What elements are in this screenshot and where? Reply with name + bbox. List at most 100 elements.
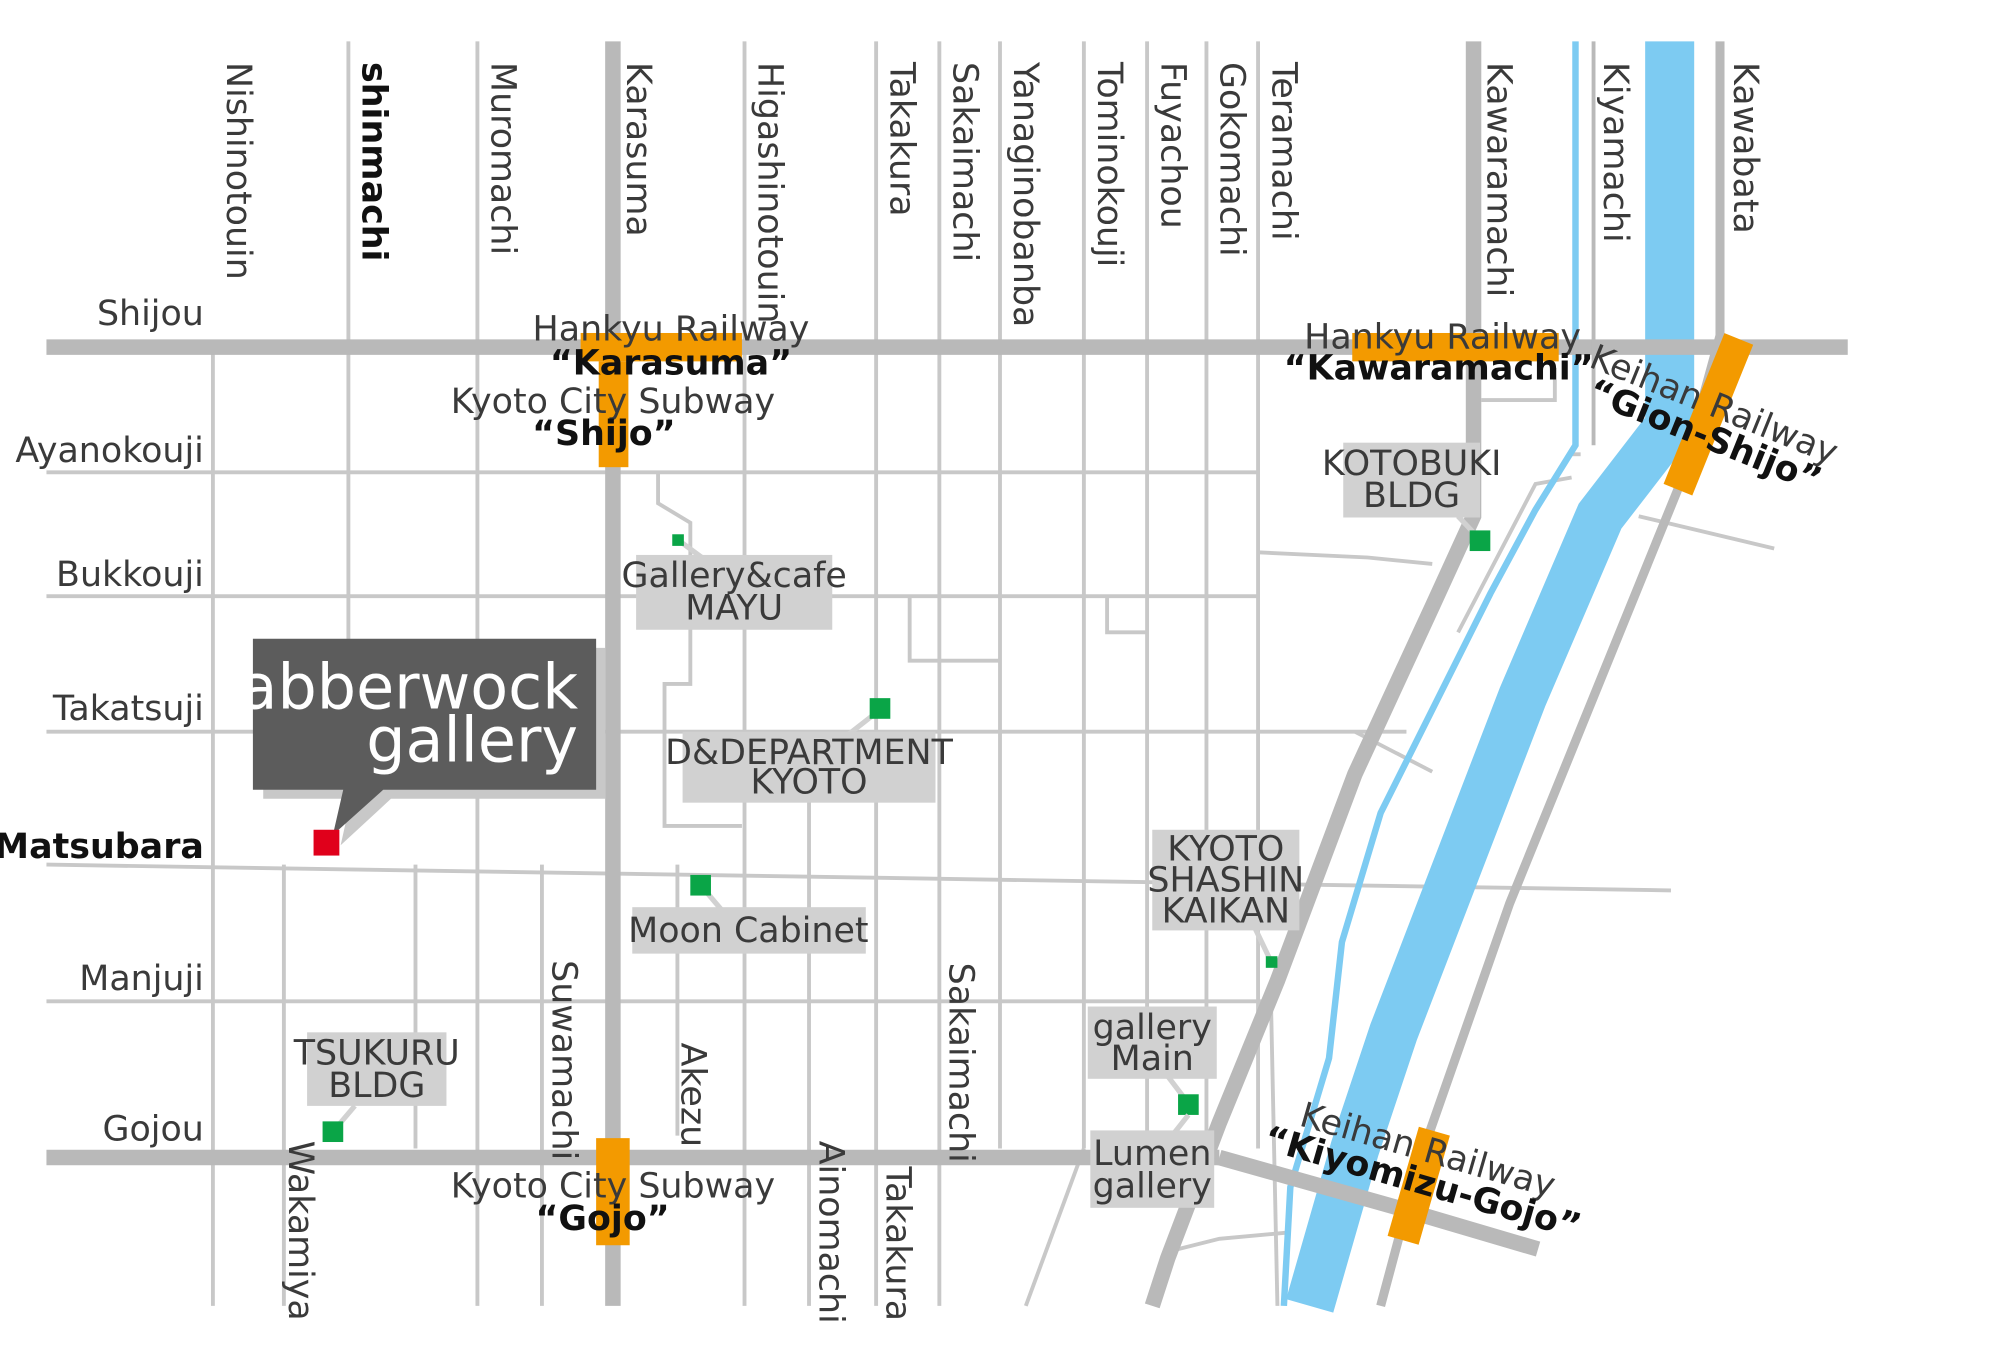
horizontal-street-labels: Shijou Ayanokouji Bukkouji Takatsuji Mat… (0, 294, 204, 1149)
label-takakura-south: Takakura (877, 1166, 917, 1322)
jabberwock-gallery-marker (313, 829, 340, 856)
label-suwamachi: Suwamachi (543, 960, 583, 1160)
venue-lumen-leader (1172, 1113, 1191, 1135)
venue-tsukuru-line1: TSUKURU (293, 1034, 460, 1074)
station-marker-keihan-gion (1663, 333, 1754, 496)
takase-river (1280, 41, 1579, 1307)
callout-line1: Jabberwock (217, 651, 578, 723)
venue-mayu-box (636, 554, 833, 630)
venue-kotobuki-line1: KOTOBUKI (1322, 444, 1502, 484)
venue-d-department-line2: KYOTO (750, 763, 867, 803)
kamo-river (1286, 41, 1695, 1313)
label-subway-shijo-line: Kyoto City Subway (451, 382, 775, 422)
venue-lumen-line1: Lumen (1093, 1134, 1211, 1174)
label-nishinotouin: Nishinotouin (218, 62, 258, 280)
station-marker-keihan-kiyomizu (1387, 1126, 1450, 1245)
label-sakaimachi: Sakaimachi (945, 62, 985, 262)
station-marker-subway-gojo (596, 1138, 630, 1246)
alley-mayu (656, 472, 742, 828)
label-manjuji: Manjuji (79, 959, 204, 999)
label-fuyachou: Fuyachou (1152, 62, 1192, 229)
venue-kotobuki-box (1343, 442, 1480, 518)
callout-bubble (252, 638, 597, 835)
venue-tsukuru-box (307, 1032, 447, 1106)
label-hankyu-karasuma-name: “Karasuma” (550, 343, 792, 383)
station-marker-hankyu-kawaramachi (1352, 332, 1559, 362)
alley-kawaramachi (1481, 367, 1557, 403)
station-marker-hankyu-karasuma (580, 332, 742, 362)
street-matsubara-line (46, 862, 1671, 893)
label-ayanokouji: Ayanokouji (15, 431, 203, 471)
venue-tsukuru-line2: BLDG (328, 1066, 425, 1106)
label-takakura: Takakura (881, 61, 921, 217)
venue-mayu-line2: MAYU (685, 588, 783, 628)
venues: Gallery&cafe MAYU KOTOBUKI BLDG D&DEPART… (293, 442, 1502, 1208)
vertical-street-labels: Nishinotouin shinmachi Muromachi Karasum… (218, 61, 1765, 1324)
label-akezu: Akezu (672, 1043, 712, 1148)
venue-mayu-line1: Gallery&cafe (621, 556, 846, 596)
label-kawaramachi: Kawaramachi (1479, 62, 1519, 297)
label-subway-gojo-line: Kyoto City Subway (451, 1167, 775, 1207)
label-muromachi: Muromachi (483, 62, 523, 255)
venue-d-department-marker (869, 698, 891, 719)
venue-moon-box (632, 907, 866, 954)
minor-streets (46, 41, 1775, 1307)
label-teramachi: Teramachi (1263, 61, 1303, 241)
alley-tominokouji (1105, 596, 1148, 635)
label-hankyu-kawaramachi-line: Hankyu Railway (1304, 317, 1581, 357)
rivers (1280, 41, 1695, 1313)
label-yanaginobanba: Yanaginobanba (1005, 61, 1045, 327)
alley-gojo-sw (1023, 1147, 1086, 1307)
venue-d-department-box (682, 731, 936, 803)
station-markers (580, 332, 1754, 1246)
callout-line2: gallery (366, 704, 578, 776)
label-takatsuji: Takatsuji (52, 689, 204, 729)
venue-shashin-box (1152, 829, 1300, 931)
street-kawaramachi-line (1144, 41, 1482, 1309)
alley-east-1 (1257, 550, 1433, 566)
label-karasuma: Karasuma (618, 62, 658, 237)
venue-shashin-line3: KAIKAN (1162, 892, 1290, 932)
venue-shashin-line1: KYOTO (1167, 830, 1284, 870)
label-ainomachi: Ainomachi (810, 1141, 850, 1324)
venue-moon-line1: Moon Cabinet (628, 911, 868, 951)
label-shijou: Shijou (97, 294, 204, 334)
label-bukkouji: Bukkouji (56, 555, 204, 595)
alley-pontocho (1456, 475, 1572, 634)
venue-lumen-line2: gallery (1093, 1167, 1212, 1207)
label-tominokouji: Tominokouji (1089, 61, 1129, 267)
venue-gallery-main-line2: Main (1111, 1039, 1194, 1079)
venue-gallery-main-line1: gallery (1093, 1008, 1212, 1048)
alley-takakura (907, 596, 1000, 663)
label-gokomachi: Gokomachi (1212, 62, 1252, 257)
label-sakaimachi-south: Sakaimachi (941, 963, 981, 1163)
venue-shashin-line2: SHASHIN (1147, 861, 1304, 901)
venue-gallery-main-box (1087, 1006, 1217, 1079)
label-hankyu-kawaramachi-name: “Kawaramachi” (1284, 348, 1594, 388)
alley-gojo-se (1269, 1001, 1280, 1306)
label-subway-gojo-name: “Gojo” (535, 1199, 669, 1239)
venue-shashin-leader (1251, 925, 1274, 963)
street-gojou-east-line (1217, 1150, 1541, 1257)
alley-gojo-s (1167, 1230, 1291, 1254)
venue-lumen-box (1090, 1130, 1215, 1208)
station-marker-subway-shijo (598, 361, 629, 468)
venue-kotobuki-marker (1469, 530, 1491, 552)
venue-tsukuru-marker (322, 1121, 344, 1143)
venue-mayu-marker (672, 534, 684, 546)
venue-kotobuki-line2: BLDG (1363, 476, 1460, 516)
label-higashinotouin: Higashinotouin (750, 62, 790, 323)
label-gojou: Gojou (103, 1110, 204, 1150)
venue-d-department-line1: D&DEPARTMENT (665, 733, 953, 773)
venue-gallery-main-marker (1178, 1094, 1199, 1115)
jabberwock-callout: Jabberwock gallery (217, 638, 606, 856)
venue-shashin-marker (1265, 956, 1278, 968)
label-shinmachi: shinmachi (354, 62, 394, 261)
label-hankyu-karasuma-line: Hankyu Railway (533, 310, 810, 350)
venue-moon-marker (690, 874, 711, 896)
label-wakamiya: Wakamiya (280, 1141, 320, 1321)
label-kiyamachi: Kiyamachi (1595, 62, 1635, 243)
label-subway-shijo-name: “Shijo” (532, 414, 675, 454)
label-kawabata: Kawabata (1725, 62, 1765, 234)
